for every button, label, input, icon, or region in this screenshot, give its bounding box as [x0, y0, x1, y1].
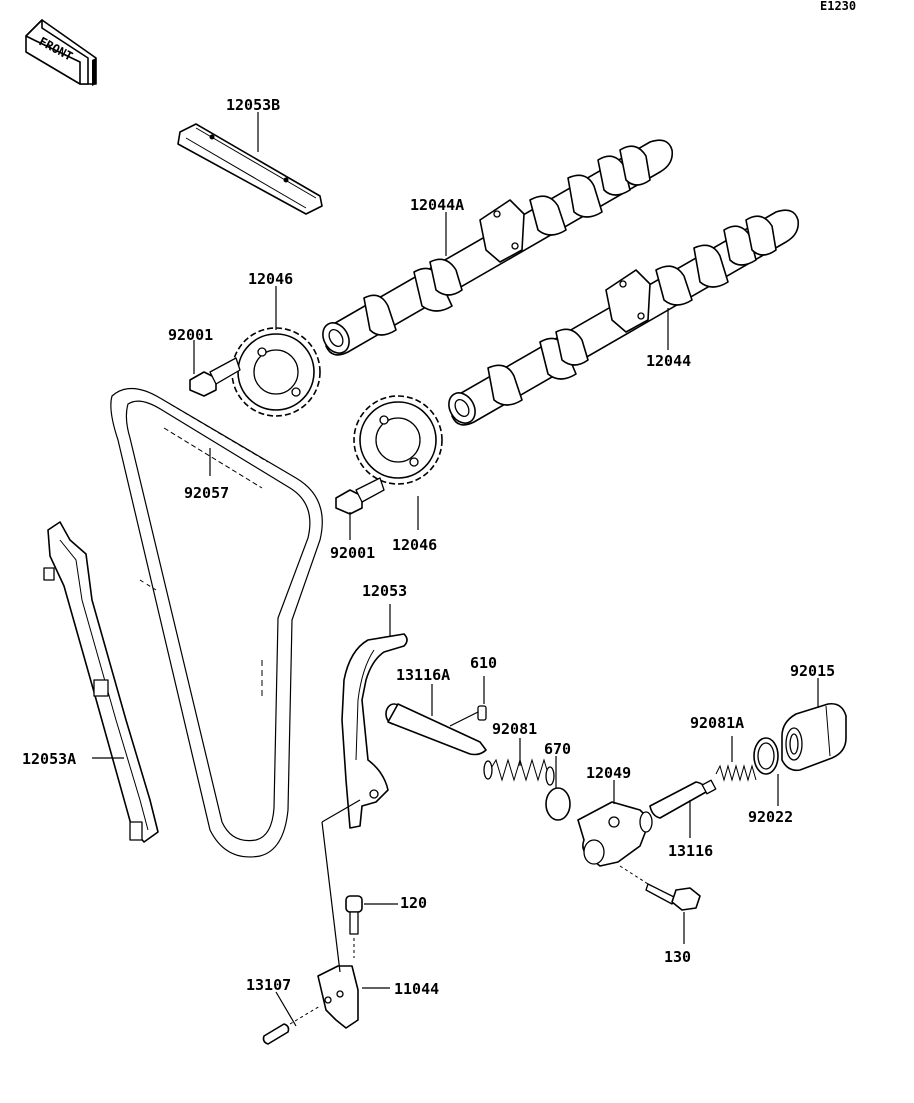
- part-label-130: 130: [664, 948, 691, 966]
- part-label-92081a: 92081A: [690, 714, 744, 732]
- dowel-pin: [262, 1005, 321, 1045]
- front-arrow-icon: FRONT: [25, 19, 97, 86]
- part-label-12053b: 12053B: [226, 96, 280, 114]
- part-label-670: 670: [544, 740, 571, 758]
- part-label-12044a: 12044A: [410, 196, 464, 214]
- part-label-120: 120: [400, 894, 427, 912]
- camshaft-exhaust: [448, 209, 800, 426]
- part-label-92022: 92022: [748, 808, 793, 826]
- sealing-washer: [753, 737, 779, 775]
- bolt-upper: [189, 357, 241, 397]
- part-label-13107: 13107: [246, 976, 291, 994]
- timing-chain: [110, 387, 323, 858]
- bolt-lower: [335, 477, 385, 515]
- tensioner-bolt: [619, 865, 701, 911]
- part-label-12046-upper: 12046: [248, 270, 293, 288]
- part-label-92081: 92081: [492, 720, 537, 738]
- part-label-12044: 12044: [646, 352, 691, 370]
- tensioner-bracket: [317, 965, 359, 1029]
- main-spring: [483, 758, 555, 786]
- tensioner-rod: [649, 779, 717, 819]
- sprocket-lower: [353, 395, 443, 485]
- part-label-610: 610: [470, 654, 497, 672]
- part-label-12046-lower: 12046: [392, 536, 437, 554]
- camshaft-intake: [322, 139, 674, 356]
- o-ring: [545, 787, 571, 821]
- chain-guide-left: [43, 521, 159, 843]
- diagram-code: E1230: [820, 0, 856, 13]
- part-label-12053: 12053: [362, 582, 407, 600]
- tensioner-body: [577, 801, 653, 867]
- sprocket-upper: [231, 327, 321, 417]
- part-label-92001-lower: 92001: [330, 544, 375, 562]
- part-label-92001-upper: 92001: [168, 326, 213, 344]
- part-label-13116: 13116: [668, 842, 713, 860]
- part-label-13116a: 13116A: [396, 666, 450, 684]
- cap-nut: [781, 702, 847, 772]
- small-spring: [715, 764, 757, 782]
- part-label-92057: 92057: [184, 484, 229, 502]
- part-label-12049: 12049: [586, 764, 631, 782]
- socket-bolt: [345, 895, 363, 958]
- chain-guide-top: [177, 123, 323, 215]
- part-label-92015: 92015: [790, 662, 835, 680]
- part-label-12053a: 12053A: [22, 750, 76, 768]
- tensioner-plunger: [385, 703, 487, 756]
- part-label-11044: 11044: [394, 980, 439, 998]
- chain-guide-tensioner: [341, 633, 408, 829]
- tensioner-pin: [477, 705, 487, 721]
